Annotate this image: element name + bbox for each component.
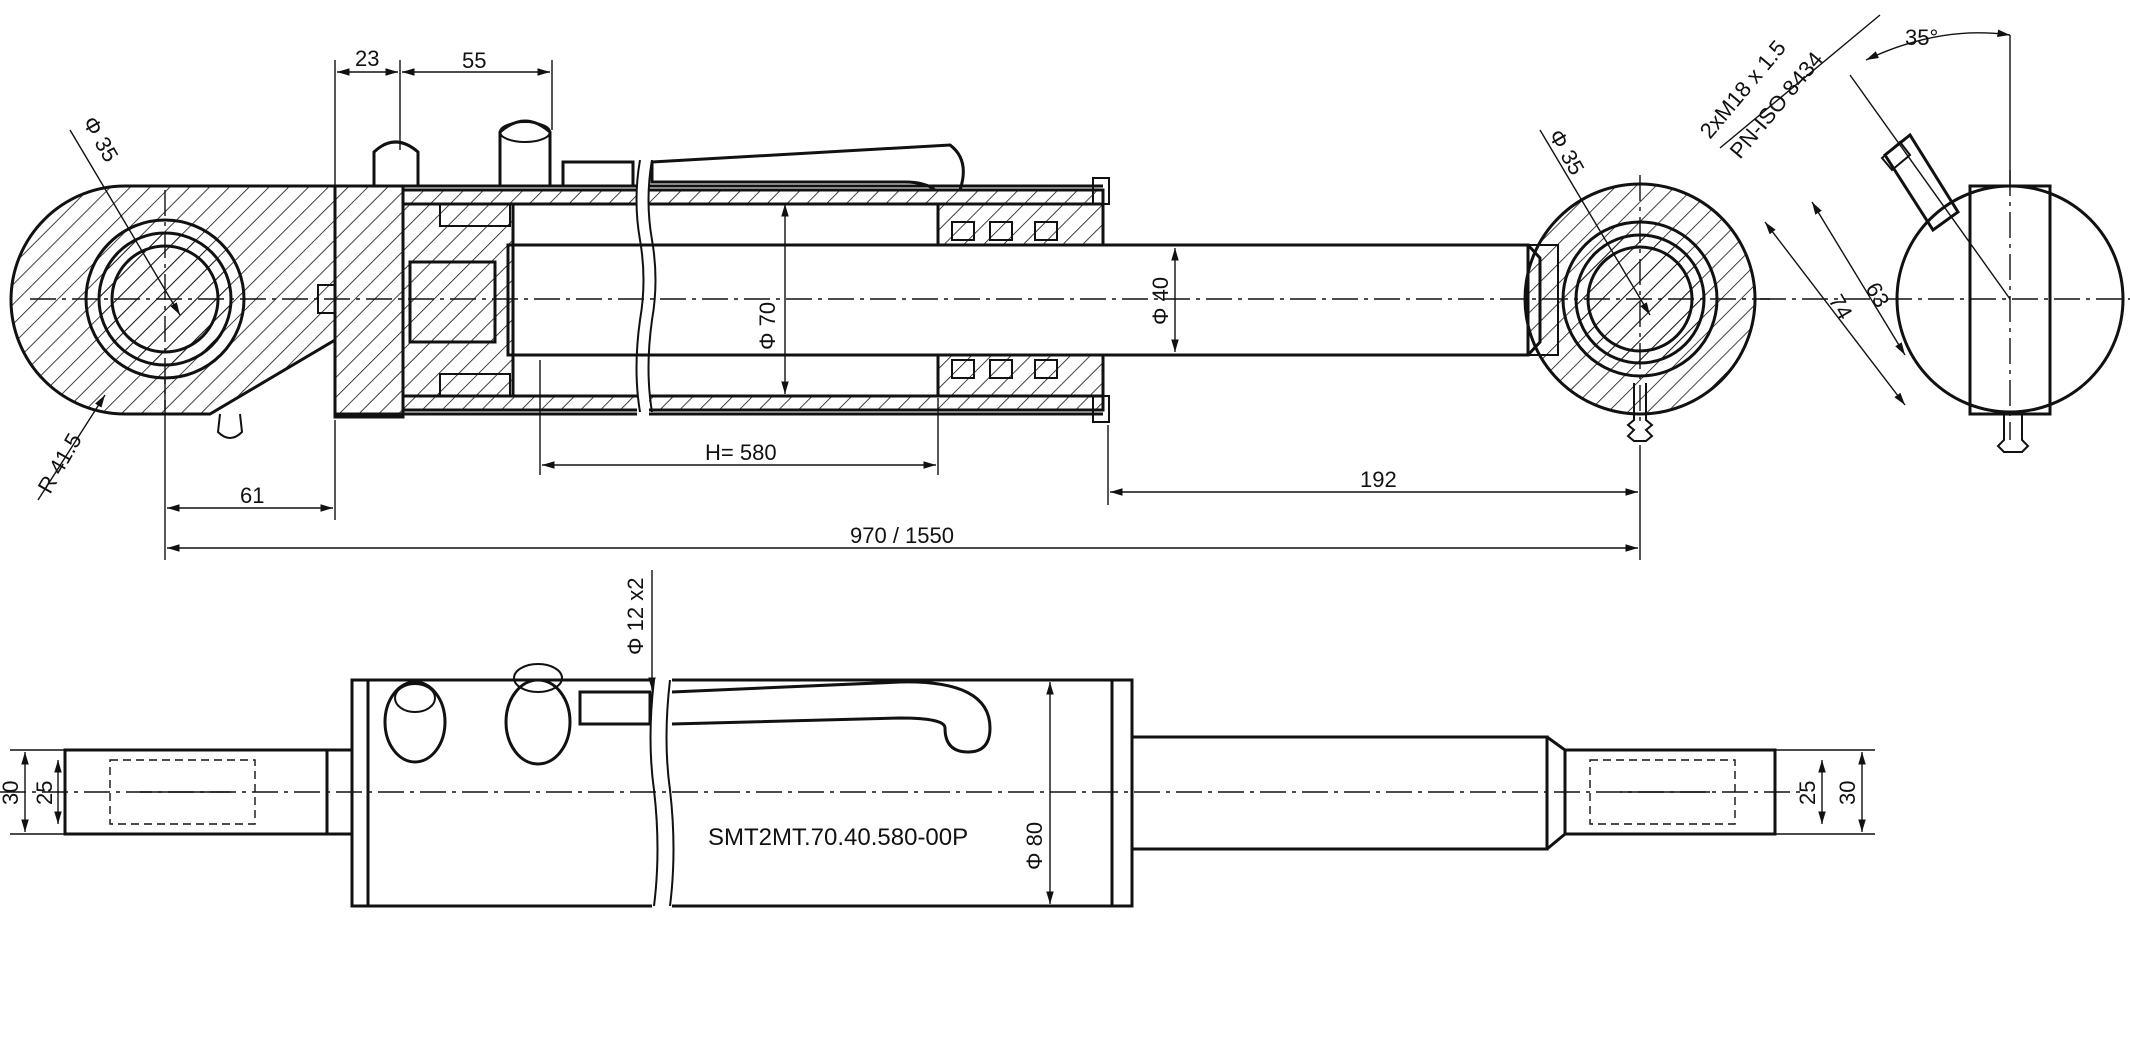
right-grease-nipple [1626, 383, 1654, 442]
tube-wall-bottom [401, 394, 1105, 412]
external-pipe [650, 143, 965, 192]
dim-63: 63 [1861, 278, 1895, 312]
dim-25-left: 25 [32, 781, 57, 805]
end-view-nipple [1996, 414, 2030, 453]
dim-r415: R 41.5 [33, 429, 87, 498]
dim-74: 74 [1824, 290, 1858, 324]
port-b [504, 678, 572, 766]
dim-61: 61 [240, 483, 264, 508]
dim-total: 970 / 1550 [850, 523, 954, 548]
gland-cap-bottom [1092, 395, 1110, 423]
piston-rod [506, 243, 1530, 357]
section-view: 23 55 Φ 35 Φ 35 R 41.5 Φ 70 Φ 40 H= 580 … [9, 46, 1770, 560]
dim-phi12: Φ 12 x2 [623, 578, 648, 655]
gland-seal-2 [989, 221, 1013, 241]
dim-h580: H= 580 [705, 440, 777, 465]
dim-phi80: Φ 80 [1022, 822, 1047, 870]
external-view: Φ 12 x2 30 25 25 30 Φ 80 SMT2MT.70.40.58… [0, 570, 1875, 910]
dim-25-right: 25 [1795, 781, 1820, 805]
rod [1130, 735, 1549, 851]
dim-30-right: 30 [1835, 781, 1860, 805]
gland-seal-6 [1034, 359, 1058, 379]
piston-seal-top [439, 203, 511, 227]
gland-bottom [936, 353, 1105, 398]
dim-30-left: 30 [0, 781, 23, 805]
gland-seal-5 [989, 359, 1013, 379]
port-a [383, 680, 447, 764]
dim-angle: 35° [1905, 25, 1938, 50]
tube-wall-top [401, 188, 1105, 206]
dim-phi35-right: Φ 35 [1544, 125, 1590, 179]
cylinder-bottom [333, 184, 405, 419]
gland-seal-3 [1034, 221, 1058, 241]
barrel-cap-left [350, 678, 370, 908]
gland-seal-1 [951, 221, 975, 241]
pipe [671, 680, 992, 754]
barrel-cap-right [1110, 678, 1134, 908]
dim-phi40: Φ 40 [1148, 277, 1173, 325]
gland-seal-4 [951, 359, 975, 379]
piston-nut [408, 260, 497, 344]
port-2 [498, 119, 552, 186]
pipe-block [578, 690, 652, 726]
part-number: SMT2MT.70.40.580-00P [708, 824, 968, 851]
dim-phi35-left: Φ 35 [78, 112, 124, 166]
port-block [561, 160, 635, 188]
gland-cap-top [1092, 177, 1110, 205]
barrel [350, 678, 1134, 908]
dim-23: 23 [355, 46, 379, 71]
dim-192: 192 [1360, 467, 1397, 492]
end-view-port [1883, 132, 1961, 233]
dim-55: 55 [462, 48, 486, 73]
port-1 [372, 140, 420, 186]
end-view: 35° 2xM18 x 1.5 PN-ISO 8434 74 63 [1695, 14, 2130, 453]
dim-phi70: Φ 70 [755, 302, 780, 350]
gland-top [936, 202, 1105, 247]
left-grease-nipple [216, 413, 244, 439]
piston-seal-bottom [439, 373, 511, 397]
